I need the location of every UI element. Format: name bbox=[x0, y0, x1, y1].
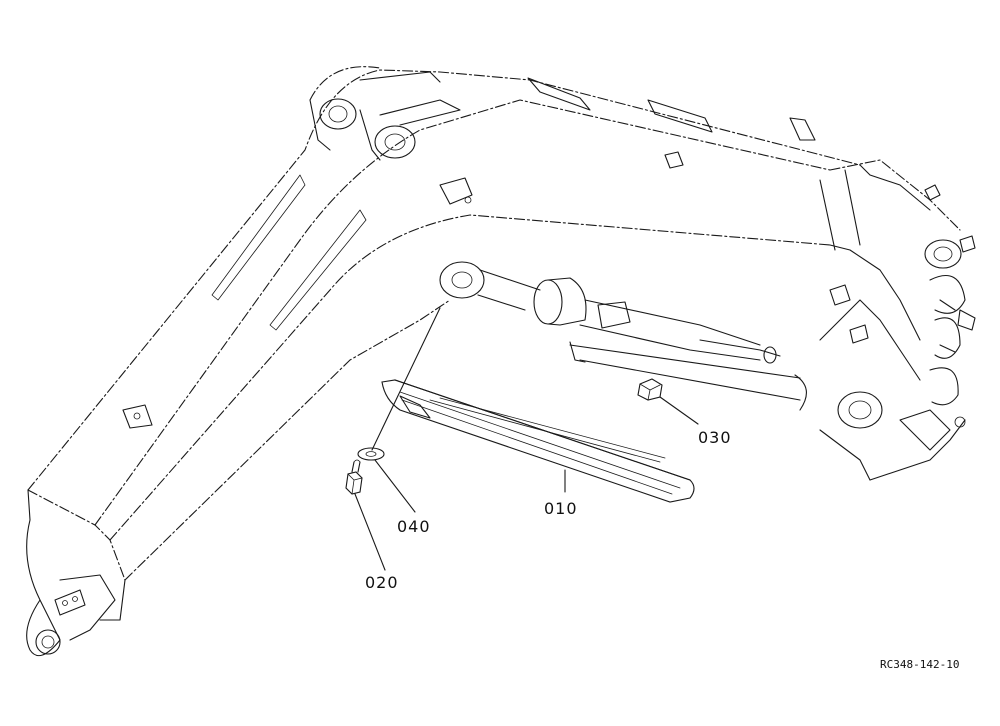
leader-040-top bbox=[371, 307, 441, 451]
leader-040 bbox=[374, 459, 416, 513]
part-040-washer bbox=[357, 447, 385, 461]
leader-020 bbox=[354, 493, 386, 571]
boom-body bbox=[26, 66, 976, 657]
leader-lines bbox=[354, 307, 699, 571]
callout-020: 020 bbox=[365, 573, 399, 592]
callout-030: 030 bbox=[698, 428, 732, 447]
callout-010: 010 bbox=[544, 499, 578, 518]
boom-cylinder bbox=[439, 261, 807, 411]
part-020-bolt bbox=[345, 459, 363, 495]
leader-030 bbox=[659, 396, 699, 425]
drawing-reference: RC348-142-10 bbox=[880, 658, 959, 671]
part-010-guard-plate bbox=[381, 379, 695, 503]
part-030-nut bbox=[637, 378, 663, 401]
callout-040: 040 bbox=[397, 517, 431, 536]
